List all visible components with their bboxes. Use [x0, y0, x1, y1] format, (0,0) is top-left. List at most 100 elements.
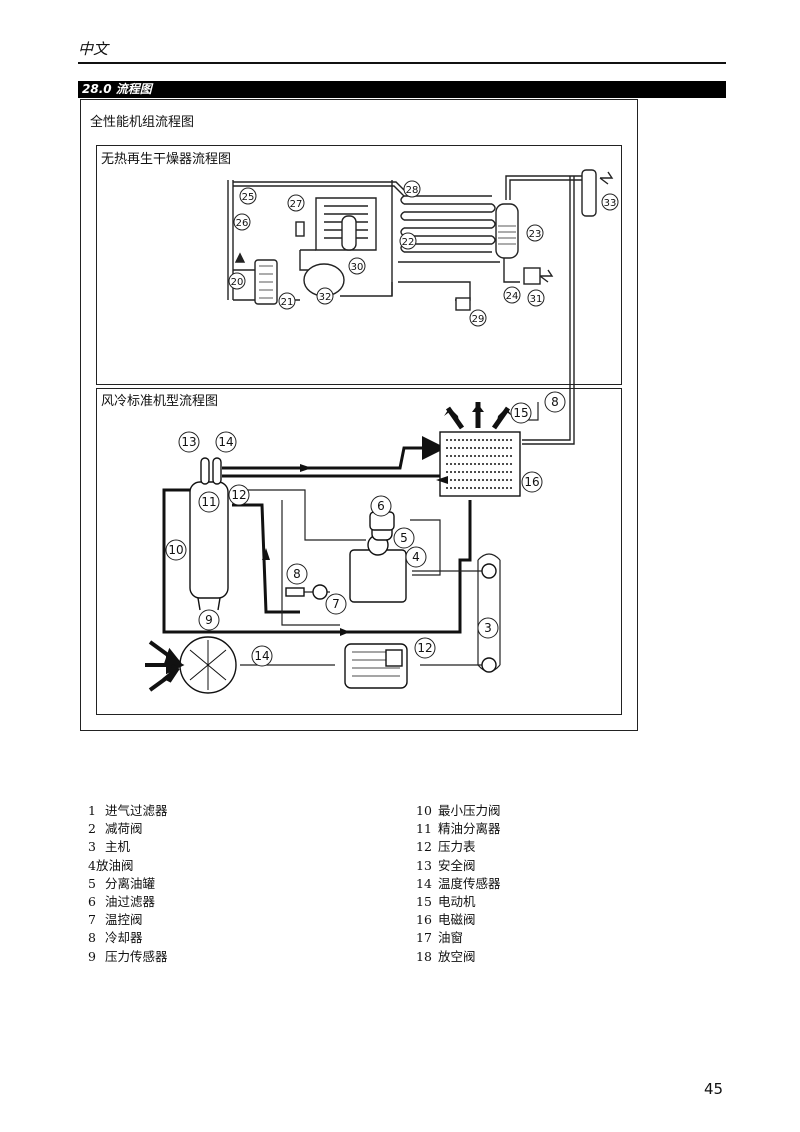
callout-11: 11 — [198, 491, 220, 513]
callout-22: 22 — [399, 232, 417, 250]
callout-23: 23 — [526, 224, 544, 242]
callout-15: 15 — [510, 402, 532, 424]
svg-text:20: 20 — [231, 277, 244, 288]
svg-text:6: 6 — [377, 499, 385, 513]
svg-text:12: 12 — [231, 488, 246, 502]
callout-12-bottom: 12 — [414, 637, 436, 659]
dryer-diagram-frame — [96, 145, 622, 385]
svg-text:10: 10 — [168, 543, 183, 557]
callout-3: 3 — [477, 617, 499, 639]
svg-text:7: 7 — [332, 597, 340, 611]
svg-text:27: 27 — [290, 199, 303, 210]
standard-components — [179, 431, 521, 694]
callout-8-left: 8 — [286, 563, 308, 585]
flow-diagram-drawing: 20 21 22 23 24 25 26 27 28 29 30 31 32 3… — [145, 169, 619, 694]
dryer-diagram-title: 无热再生干燥器流程图 — [101, 152, 232, 167]
callout-8-top: 8 — [544, 391, 566, 413]
svg-text:4: 4 — [412, 550, 420, 564]
svg-text:26: 26 — [236, 218, 249, 229]
svg-text:23: 23 — [529, 229, 542, 240]
svg-text:25: 25 — [242, 192, 255, 203]
callout-14-bottom: 14 — [251, 645, 273, 667]
svg-text:14: 14 — [218, 435, 233, 449]
page-number: 45 — [704, 1080, 724, 1098]
header-rule — [78, 62, 726, 64]
dryer-piping — [227, 175, 588, 445]
callout-28: 28 — [403, 180, 421, 198]
svg-text:21: 21 — [281, 297, 294, 308]
callout-4: 4 — [405, 546, 427, 568]
svg-text:29: 29 — [472, 314, 485, 325]
flow-arrows — [262, 464, 448, 636]
svg-text:31: 31 — [530, 294, 543, 305]
svg-text:3: 3 — [484, 621, 492, 635]
callout-16: 16 — [521, 471, 543, 493]
callout-31: 31 — [527, 289, 545, 307]
callout-14-top: 14 — [215, 431, 237, 453]
callout-30: 30 — [348, 257, 366, 275]
callout-5: 5 — [393, 527, 415, 549]
svg-text:32: 32 — [319, 292, 332, 303]
language-header: 中文 — [78, 40, 109, 58]
svg-text:28: 28 — [406, 185, 419, 196]
svg-text:5: 5 — [400, 531, 408, 545]
callout-6: 6 — [370, 495, 392, 517]
callout-29: 29 — [469, 309, 487, 327]
callout-10: 10 — [165, 539, 187, 561]
svg-text:15: 15 — [513, 406, 528, 420]
svg-text:13: 13 — [181, 435, 196, 449]
svg-text:12: 12 — [417, 641, 432, 655]
svg-text:30: 30 — [351, 262, 364, 273]
svg-text:14: 14 — [254, 649, 269, 663]
callout-9: 9 — [198, 609, 220, 631]
standard-diagram-title: 风冷标准机型流程图 — [101, 394, 219, 409]
callout-26: 26 — [233, 213, 251, 231]
svg-text:24: 24 — [506, 291, 519, 302]
svg-text:22: 22 — [402, 237, 415, 248]
svg-text:33: 33 — [604, 198, 617, 209]
dryer-callouts: 20 21 22 23 24 25 26 27 28 29 30 31 32 3… — [228, 180, 619, 327]
callout-24: 24 — [503, 286, 521, 304]
diagram-outer-frame — [80, 99, 638, 731]
section-title-bar: 28.0 流程图 — [78, 81, 726, 98]
svg-text:8: 8 — [551, 395, 559, 409]
callout-7: 7 — [325, 593, 347, 615]
callout-25: 25 — [239, 187, 257, 205]
cooling-air-arrows — [444, 402, 512, 430]
standard-callouts: 13 14 11 12 10 9 6 5 4 8 7 3 12 14 15 8 … — [165, 391, 566, 667]
callout-27: 27 — [287, 194, 305, 212]
callout-21: 21 — [278, 292, 296, 310]
svg-text:16: 16 — [524, 475, 539, 489]
diagram-outer-title: 全性能机组流程图 — [90, 115, 195, 130]
svg-text:9: 9 — [205, 613, 213, 627]
svg-text:11: 11 — [201, 495, 216, 509]
dryer-components — [234, 169, 614, 311]
intake-air-arrows — [145, 640, 185, 692]
callout-32: 32 — [316, 287, 334, 305]
callout-20: 20 — [228, 272, 246, 290]
callout-12-top: 12 — [228, 484, 250, 506]
callout-33: 33 — [601, 193, 619, 211]
svg-text:8: 8 — [293, 567, 301, 581]
standard-diagram-frame — [96, 388, 622, 715]
callout-13: 13 — [178, 431, 200, 453]
